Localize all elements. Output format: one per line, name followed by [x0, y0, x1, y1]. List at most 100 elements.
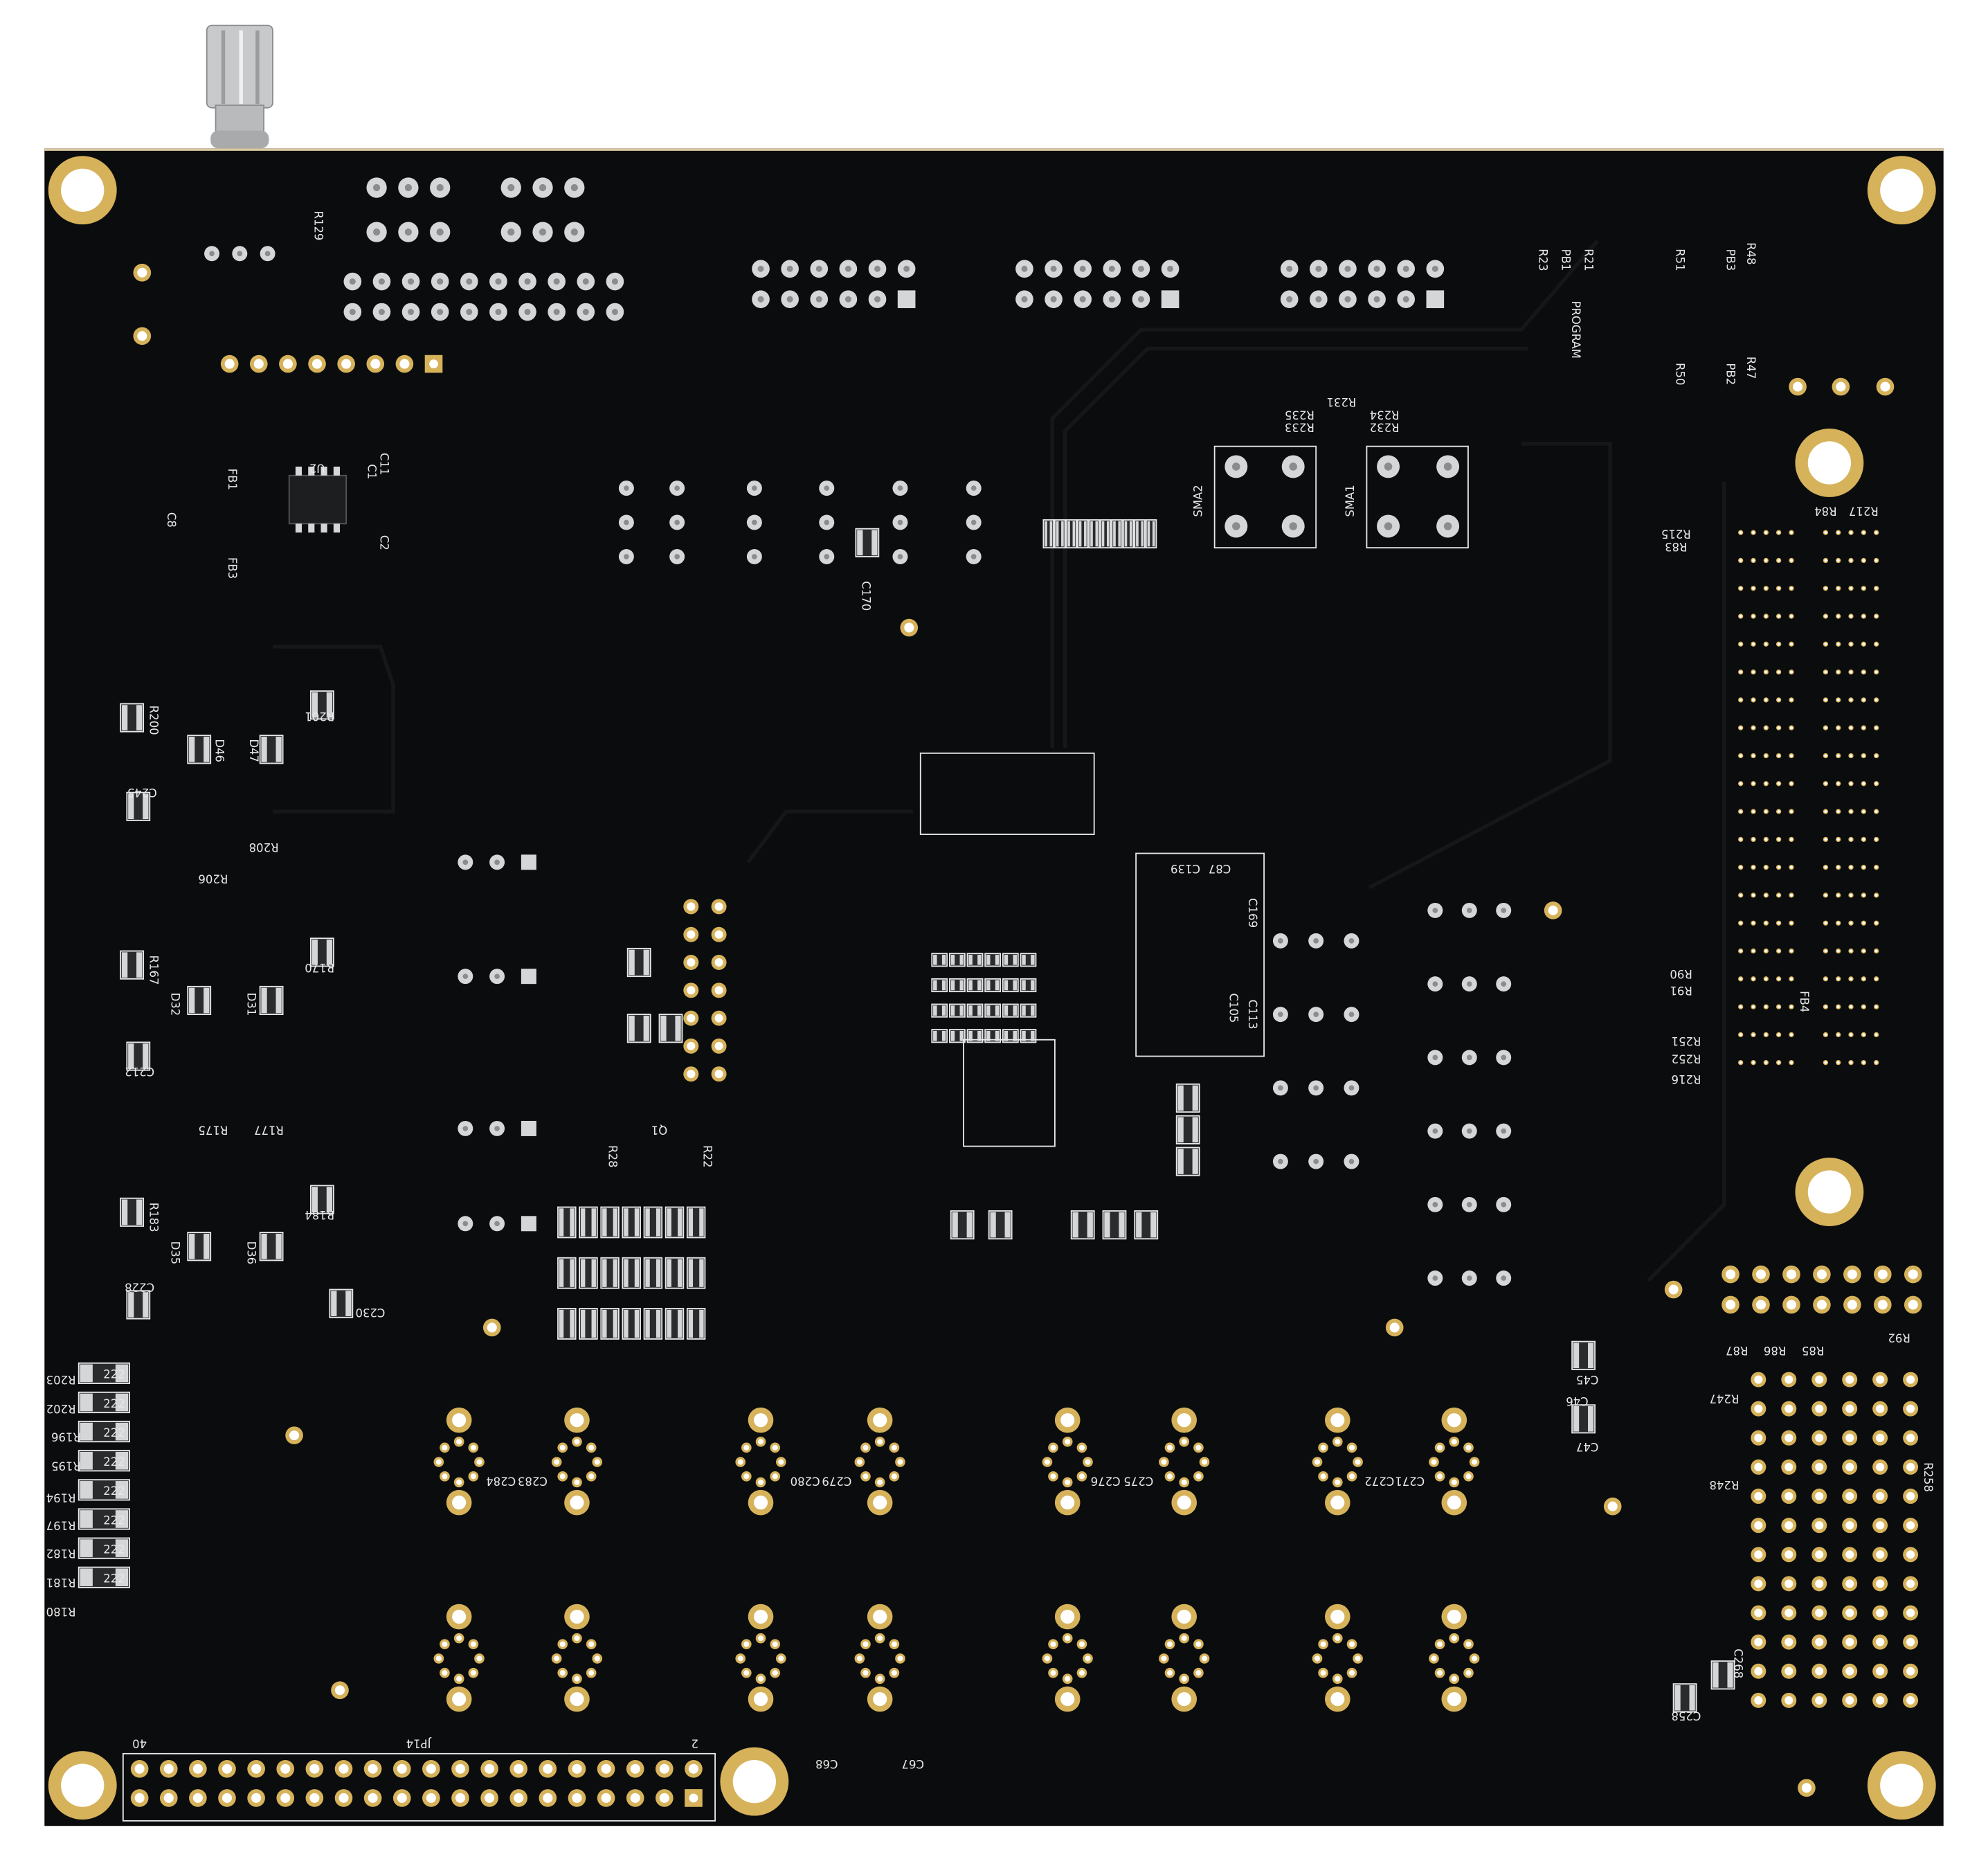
- smd-terminal: [1141, 521, 1144, 547]
- drill-hole: [1764, 643, 1768, 646]
- drill-hole: [1739, 698, 1742, 701]
- ic-pin: [295, 466, 302, 476]
- drill-hole: [1850, 643, 1853, 646]
- drill-hole: [1764, 810, 1768, 814]
- smd-terminal: [933, 955, 937, 965]
- drill-hole: [1777, 559, 1780, 562]
- drill-hole: [1060, 1691, 1075, 1707]
- drill-hole: [1751, 893, 1755, 897]
- drill-hole: [1751, 698, 1755, 701]
- drill-hole: [192, 1793, 203, 1803]
- drill-hole: [192, 1763, 203, 1774]
- resistor-array-marking: 222: [103, 1484, 125, 1498]
- smd-terminal: [80, 1451, 93, 1470]
- drill-hole: [338, 1793, 349, 1803]
- drill-hole: [1906, 1667, 1915, 1676]
- pin-tip: [494, 973, 500, 980]
- drill-hole: [1906, 1696, 1915, 1705]
- drill-hole: [1754, 1433, 1763, 1442]
- drill-hole: [588, 1473, 595, 1480]
- drill-hole: [891, 1670, 897, 1676]
- drill-hole: [370, 359, 381, 369]
- drill-hole: [1836, 586, 1840, 590]
- smd-terminal: [613, 1208, 618, 1237]
- pin-tip: [824, 519, 830, 526]
- smd-terminal: [688, 1259, 694, 1287]
- smd-terminal: [326, 692, 333, 718]
- silkscreen-label-r202: R202: [46, 1402, 76, 1415]
- drill-hole: [1195, 1473, 1202, 1480]
- drill-hole: [1777, 810, 1780, 814]
- pin-tip: [507, 228, 515, 236]
- smd-terminal: [602, 1208, 607, 1237]
- drill-hole: [588, 1444, 595, 1451]
- pin-tip: [1466, 981, 1472, 987]
- drill-hole: [1751, 1061, 1755, 1064]
- drill-hole: [753, 1413, 768, 1428]
- silkscreen-label-c212: C212: [125, 1065, 154, 1078]
- drill-hole: [1906, 1608, 1915, 1617]
- drill-hole: [1876, 1404, 1885, 1413]
- drill-hole: [743, 1473, 750, 1480]
- silkscreen-label-c11: C11: [378, 453, 391, 475]
- drill-hole: [1754, 1491, 1763, 1501]
- drill-hole: [554, 1655, 560, 1662]
- smd-terminal: [1004, 1212, 1011, 1238]
- drill-hole: [1850, 559, 1853, 562]
- drill-hole: [1862, 810, 1865, 814]
- smd-terminal: [602, 1309, 607, 1338]
- pin-tip: [1021, 296, 1028, 303]
- drill-hole: [1784, 1696, 1793, 1705]
- smd-terminal: [1177, 1149, 1184, 1174]
- silkscreen-label-c169: C169: [1246, 898, 1259, 928]
- pin-tip: [1232, 522, 1240, 530]
- pin-tip: [897, 485, 903, 491]
- drill-hole: [1836, 698, 1840, 701]
- drill-hole: [1876, 1550, 1885, 1559]
- drill-hole: [1314, 1459, 1321, 1465]
- drill-hole: [1836, 865, 1840, 869]
- drill-hole: [1754, 1667, 1763, 1676]
- pin-tip: [897, 519, 903, 526]
- drill-hole: [1431, 1459, 1437, 1465]
- drill-hole: [1862, 698, 1865, 701]
- drill-hole: [1836, 381, 1846, 392]
- pin-tip: [570, 183, 578, 192]
- pin-tip: [1501, 1054, 1507, 1061]
- drill-hole: [455, 1793, 466, 1803]
- drill-hole: [1777, 782, 1780, 785]
- drill-hole: [134, 1763, 145, 1774]
- drill-hole: [572, 1763, 582, 1774]
- drill-hole: [1862, 865, 1865, 869]
- drill-hole: [897, 1459, 903, 1465]
- silkscreen-label-r217: R217: [1849, 505, 1879, 518]
- drill-hole: [1816, 1300, 1827, 1310]
- silkscreen-label-r92: R92: [1888, 1331, 1910, 1345]
- drill-hole: [1789, 949, 1793, 953]
- drill-hole: [1065, 1635, 1071, 1642]
- silkscreen-label-r251: R251: [1671, 1034, 1701, 1048]
- drill-hole: [1764, 615, 1768, 618]
- pin-tip: [237, 251, 243, 257]
- silkscreen-label-r86: R86: [1764, 1344, 1786, 1357]
- silkscreen-label-r85: R85: [1802, 1344, 1824, 1357]
- drill-hole: [862, 1444, 869, 1451]
- pin-tip: [1432, 1275, 1438, 1281]
- pin-tip: [1432, 1128, 1438, 1134]
- smd-terminal: [1713, 1662, 1719, 1688]
- drill-hole: [399, 359, 410, 369]
- drill-hole: [1906, 1637, 1915, 1646]
- drill-hole: [1777, 670, 1780, 674]
- smd-terminal: [1727, 1662, 1733, 1688]
- drill-hole: [1815, 1637, 1824, 1646]
- drill-hole: [1195, 1670, 1202, 1676]
- smd-terminal: [678, 1208, 683, 1237]
- silkscreen-label-c230: C230: [355, 1306, 385, 1319]
- drill-hole: [1751, 810, 1755, 814]
- drill-hole: [559, 1473, 566, 1480]
- drill-hole: [1815, 1462, 1824, 1471]
- smd-terminal: [678, 1309, 683, 1338]
- silkscreen-label-c283: C283: [518, 1475, 548, 1488]
- drill-hole: [757, 1635, 764, 1642]
- smd-terminal: [1177, 1117, 1184, 1143]
